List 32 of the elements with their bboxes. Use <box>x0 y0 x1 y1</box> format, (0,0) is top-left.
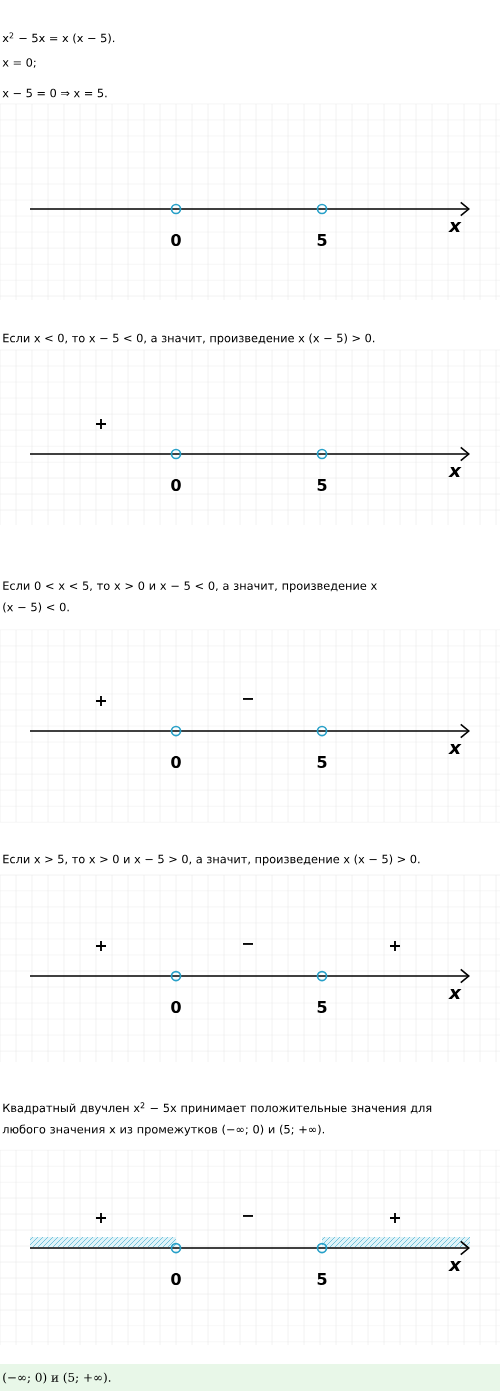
axis-label: x <box>448 221 462 233</box>
tick-label: 5 <box>317 234 327 246</box>
tick-label: 0 <box>171 1000 181 1014</box>
tick-label: 0 <box>171 1272 181 1286</box>
axis-label: x <box>448 988 462 1000</box>
sign-label: + <box>96 419 106 429</box>
answer-text: (−∞; 0) и (5; +∞). <box>3 1372 111 1384</box>
statement-text: x = 0; <box>2 58 36 68</box>
sign-label: + <box>96 1213 106 1224</box>
tick-label: 5 <box>317 479 327 491</box>
sign-label: + <box>390 1213 400 1224</box>
tick-label: 5 <box>317 756 327 768</box>
tick-label: 0 <box>171 233 181 247</box>
statement-text: Квадратный двучлен x$^{2}$ − 5x принимает положительные значения для любого значения x из промежутков (−∞; 0) и (5; +∞). <box>2 1102 432 1136</box>
sign-label: − <box>243 698 253 700</box>
statement-text: Если 0 < x < 5, то x > 0 и x − 5 < 0, а значит, произведение x (x − 5) < 0. <box>3 581 377 613</box>
sign-label: + <box>96 696 106 706</box>
tick-label: 0 <box>171 478 181 492</box>
tick-label: 0 <box>171 755 181 769</box>
sign-label: + <box>390 941 400 952</box>
sign-label: − <box>243 1215 253 1217</box>
tick-label: 5 <box>317 1273 327 1285</box>
statement-text: Если x < 0, то x − 5 < 0, а значит, произведение x (x − 5) > 0. <box>3 333 375 345</box>
sign-label: − <box>243 943 253 945</box>
axis-label: x <box>448 466 462 478</box>
tick-label: 5 <box>317 1001 327 1013</box>
statement-text: x$^{2}$ − 5x = x (x − 5). <box>2 32 115 44</box>
statement-text: Если x > 5, то x > 0 и x − 5 > 0, а значит, произведение x (x − 5) > 0. <box>3 854 420 866</box>
statement-text: x − 5 = 0 ⇒ x = 5. <box>2 88 107 98</box>
sign-label: + <box>96 941 106 952</box>
axis-label: x <box>448 743 462 755</box>
axis-label: x <box>448 1260 462 1272</box>
